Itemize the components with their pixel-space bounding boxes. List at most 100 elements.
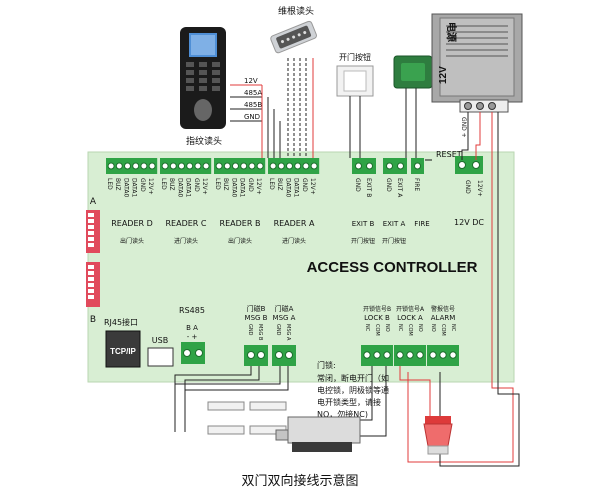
dip-switch-a[interactable] [86,210,100,253]
pin-label: GND [193,178,200,192]
tcpip-label: TCP/IP [110,347,136,356]
svg-text:常闭，断电开门（如: 常闭，断电开门（如 [317,373,389,383]
reader-terminal-0[interactable] [106,158,158,174]
msg-cn-label: 门磁B [247,304,266,313]
lock-terminal-0[interactable] [361,345,393,366]
exit-terminal-0[interactable] [352,158,376,174]
svg-text:12V: 12V [244,77,258,85]
reader-label: READER A [274,219,315,228]
reader-wires [261,58,314,158]
pin-label: MSG B [257,324,263,341]
dip-a-label: A [90,197,97,207]
msg-terminal-1[interactable] [272,345,296,366]
pin-label: DATA0 [230,178,237,197]
board-title: ACCESS CONTROLLER [307,259,478,276]
pin-label: GND [385,178,392,192]
pin-label: DATA1 [185,178,192,197]
power-input-terminal[interactable] [455,156,483,174]
fingerprint-reader [180,27,226,129]
lock-note: 门锁: 常闭，断电开门（如 电控锁，阴极锁等通 电开锁类型，请接 NO，勿接NC… [317,360,389,419]
controller-board [87,151,515,383]
exit-label: EXIT B [352,220,375,228]
pin-label: FIRE [413,178,420,191]
rs485-label: RS485 [179,306,205,315]
pin-label: DATA1 [239,178,246,197]
lock-terminal-1[interactable] [394,345,426,366]
reader-terminal-1[interactable] [160,158,212,174]
reset-label: RESET [436,150,462,159]
power-supply [431,13,523,113]
pin-label: 12V+ [309,178,316,195]
diagram-caption: 双门双向接线示意图 [241,474,359,489]
pin-label: BUZ [114,178,121,191]
pin-label: COM [374,324,380,336]
pin-label: COM [440,324,446,336]
lock-label: ALARM [431,314,456,322]
pin-label: DATA0 [284,178,291,197]
pin-label: MSG A [285,324,291,341]
pin-label: 12V+ [255,178,262,195]
pin-label: NO [384,324,390,332]
fingerprint-reader-label: 指纹读头 [186,135,222,147]
svg-text:电控锁，阴极锁等通: 电控锁，阴极锁等通 [317,385,389,395]
reader-label: READER D [111,219,153,228]
wire-labels: 12V 485A 485B GND [244,77,262,121]
lock-label: LOCK B [364,314,390,322]
pin-label: EXIT A [396,178,403,198]
exit-terminal-2[interactable] [411,158,424,174]
msg-terminal-0[interactable] [244,345,268,366]
pin-label: COM [407,324,413,336]
msg-label: MSG B [245,314,268,322]
reader-cn-label: 进门读头 [174,237,198,245]
pin-label: DATA1 [131,178,138,197]
pin-label: DATA0 [122,178,129,197]
pin-label: DATA0 [176,178,183,197]
rs485-pins: B A [186,324,198,332]
pin-label: GND [301,178,308,192]
pin-label: BUZ [168,178,175,191]
pin-label: 12V+ [147,178,154,195]
exit-label: EXIT A [383,220,406,228]
pin-label: GND [247,324,253,336]
exit-button-label: 开门按钮 [339,52,371,62]
dimension-reader [270,20,317,54]
exit-terminal-1[interactable] [383,158,407,174]
exit-wires [349,88,417,158]
power-supply-terminals: GND + [460,117,467,138]
svg-text:NO，勿接NC): NO，勿接NC) [317,409,368,419]
msg-label: MSG A [273,314,296,322]
reader-label: READER B [220,219,261,228]
reader-terminal-2[interactable] [214,158,266,174]
rj45-port[interactable] [105,330,141,368]
pin-label: LED [160,178,167,190]
electric-lock [275,416,361,452]
pin-label: BUZ [276,178,283,191]
svg-text:门锁:: 门锁: [317,360,336,370]
dip-b-label: B [90,315,96,325]
pin-label: NC [450,324,456,332]
lock-label: LOCK A [397,314,423,322]
alarm-siren [423,416,453,455]
reader-label: READER C [166,219,207,228]
usb-port[interactable] [147,347,174,367]
rs485-polarity: - + [187,333,198,341]
power-pin-12v: 12V+ [476,180,483,197]
pin-label: NC [397,324,403,332]
power-supply-voltage: 12V [438,66,449,84]
reader-cn-label: 出门读头 [120,237,144,245]
reader-cn-label: 进门读头 [282,237,306,245]
exit-button-1 [336,65,374,97]
lock-terminal-2[interactable] [427,345,459,366]
svg-text:电开锁类型，请接: 电开锁类型，请接 [317,397,381,407]
reader-terminal-3[interactable] [268,158,320,174]
rs485-terminal[interactable] [181,342,205,364]
exit-cn-label: 开门按钮 [382,237,406,245]
dip-switch-b[interactable] [86,262,100,307]
exit-label: FIRE [414,220,429,228]
dimension-reader-label: 维根读头 [278,5,314,17]
exit-button-2 [393,55,433,89]
